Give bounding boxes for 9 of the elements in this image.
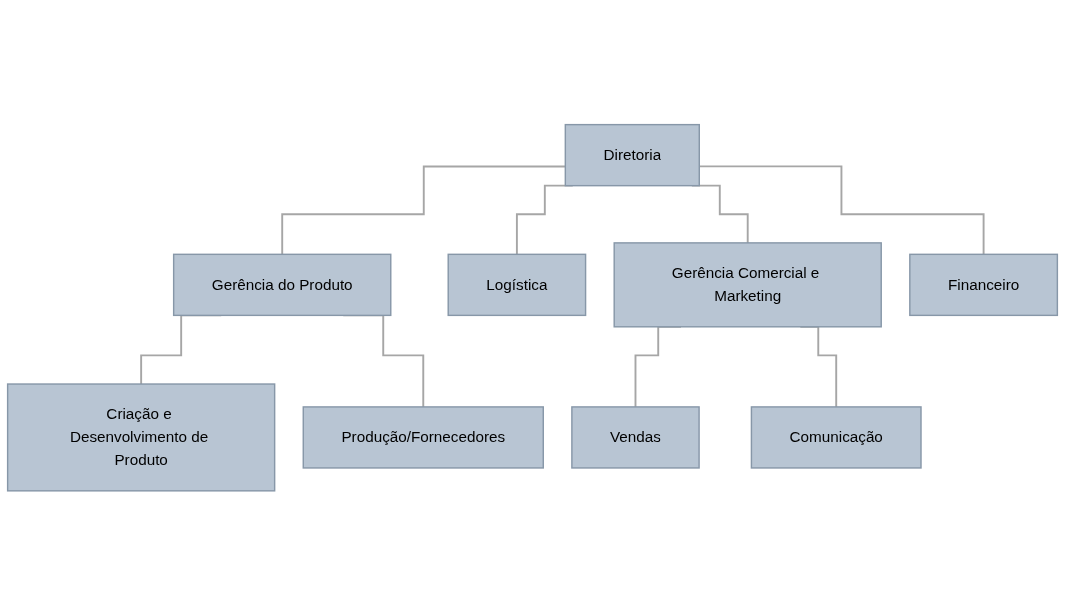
node-box: Gerência do Produto bbox=[172, 253, 392, 316]
node-box: Gerência Comercial e Marketing bbox=[613, 241, 882, 328]
node-box: Comunicação bbox=[750, 405, 922, 469]
node-box: Vendas bbox=[571, 405, 700, 469]
node-box: Financeiro bbox=[909, 253, 1059, 316]
node-box: Diretoria bbox=[564, 123, 700, 187]
node-box: Produção/Fornecedores bbox=[302, 405, 544, 469]
node-box: Criação e Desenvolvimento de Produto bbox=[6, 383, 276, 492]
node-box: Logística bbox=[447, 253, 587, 316]
